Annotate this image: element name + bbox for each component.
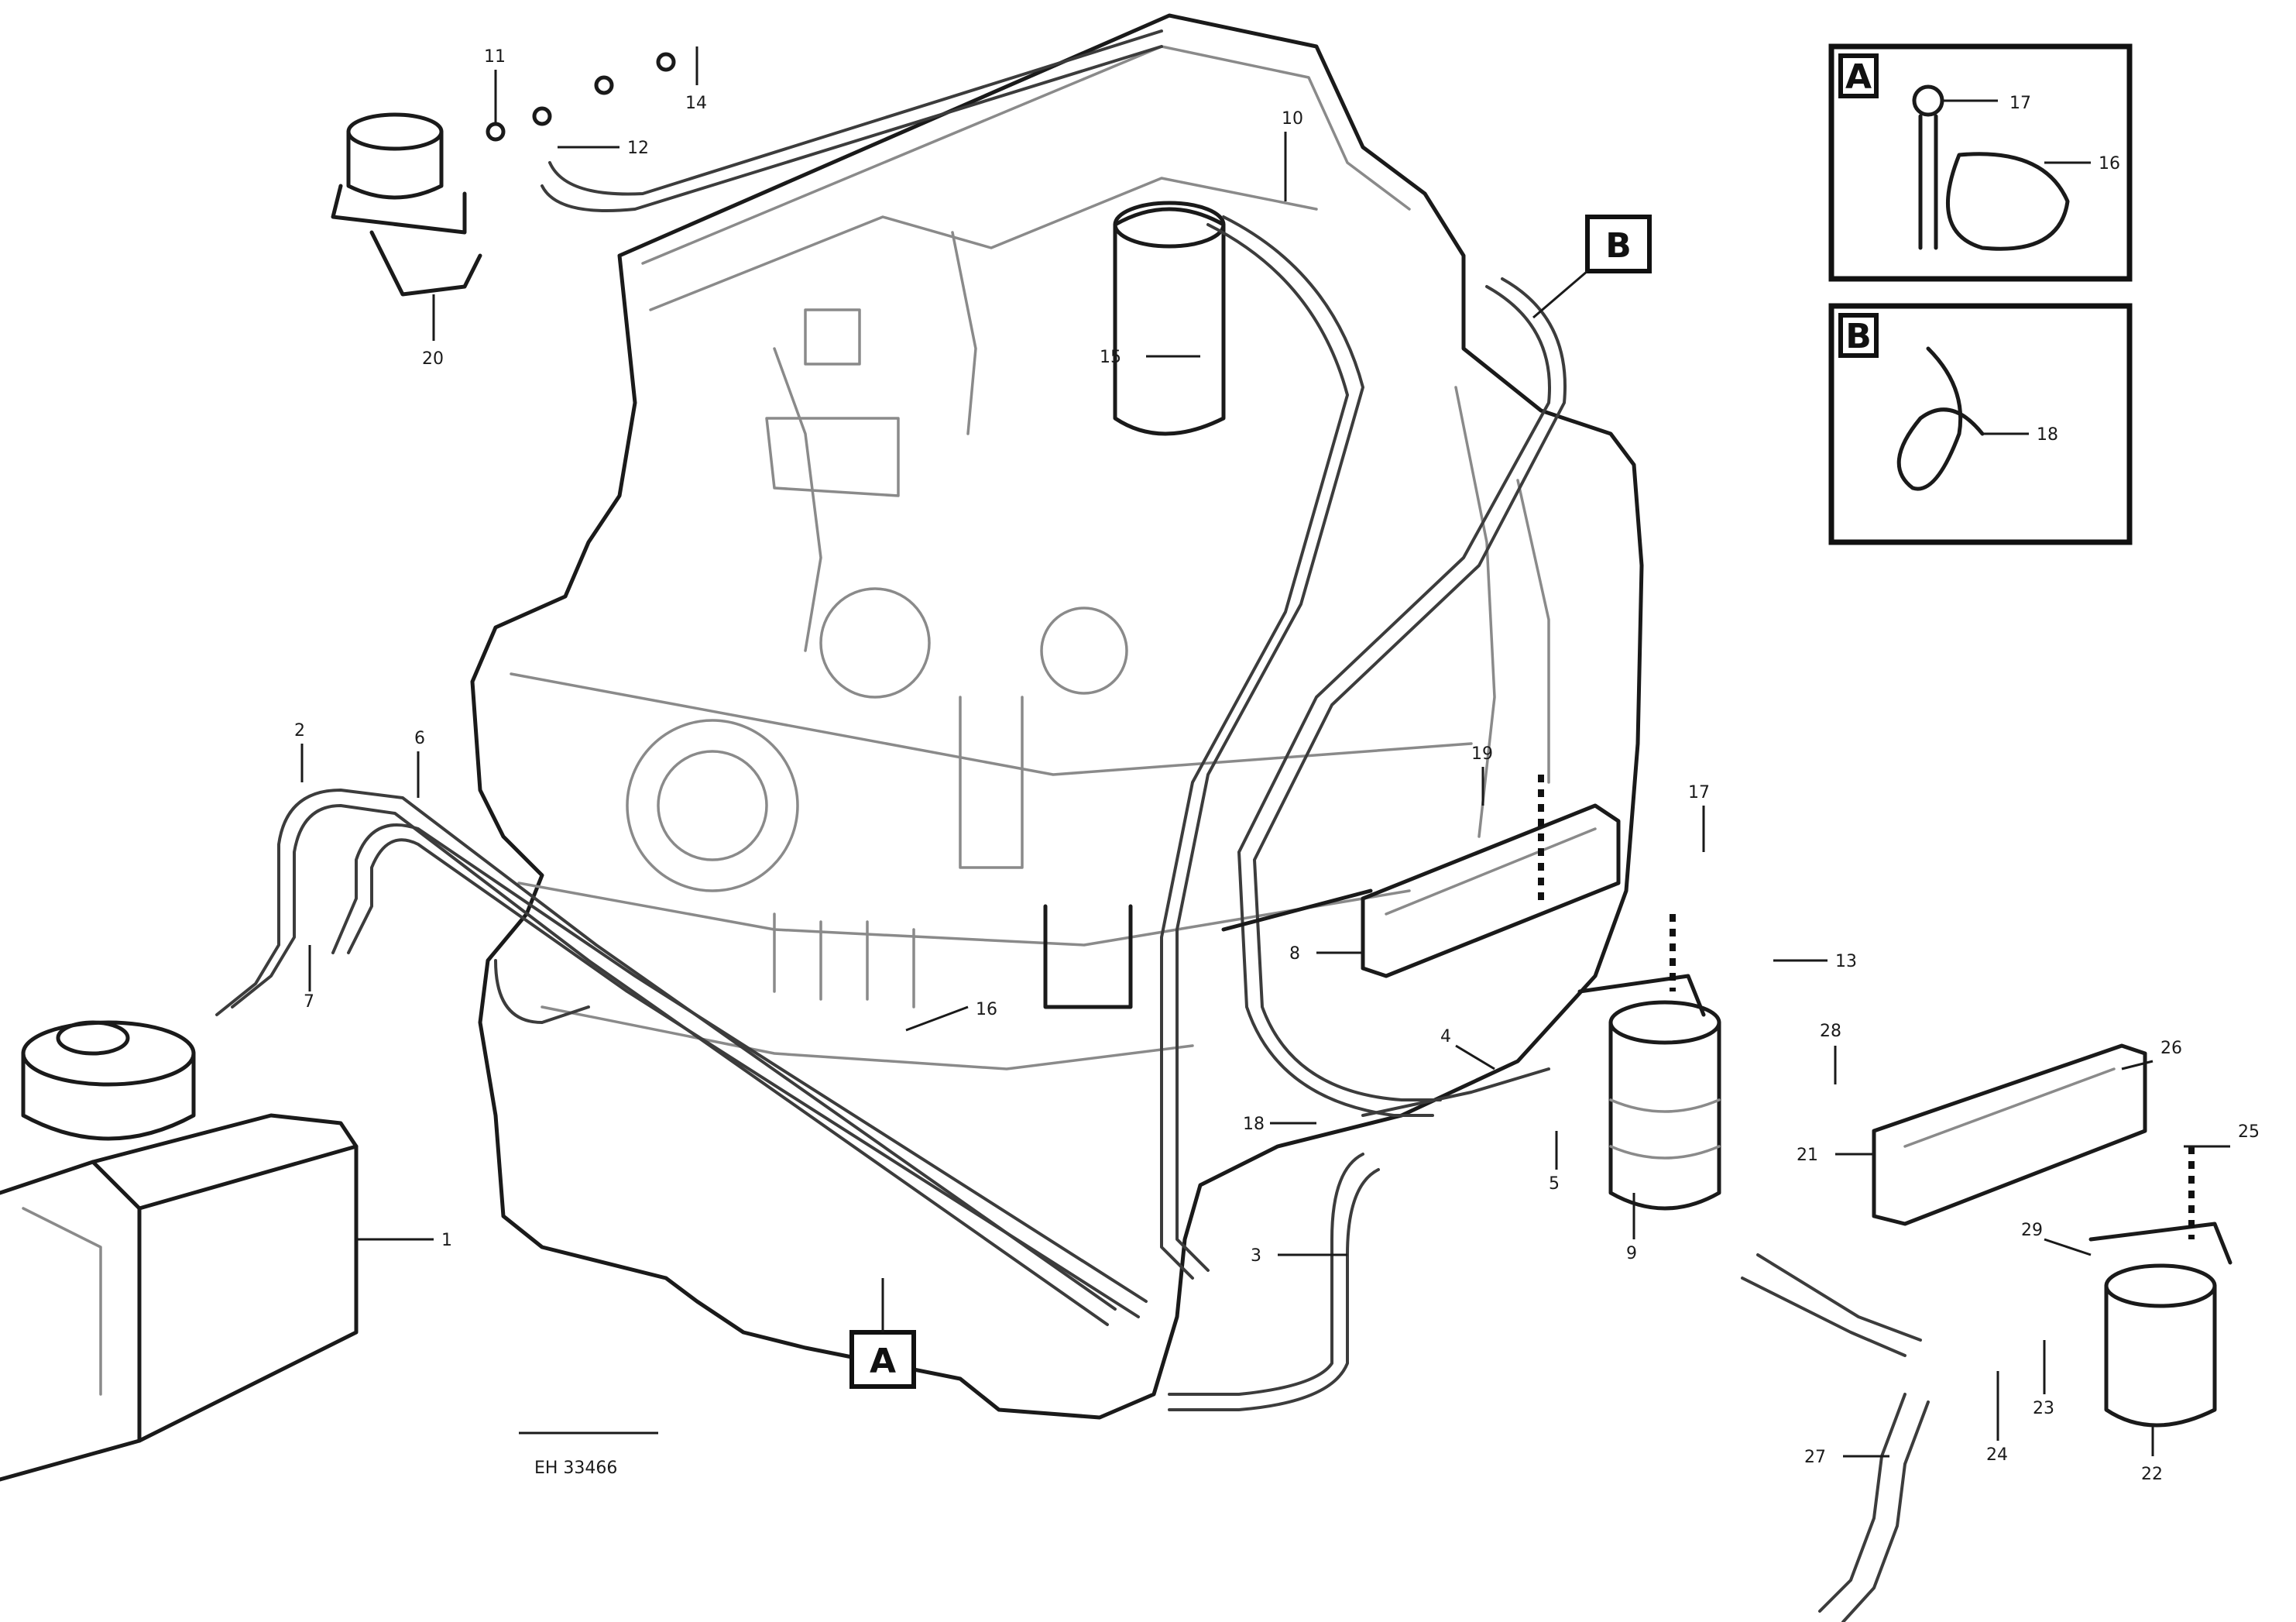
callouts: 1 2 3 4 5 6 7 8 9 10 11 12 13 14 15 16 1… — [294, 46, 2260, 1484]
inset-tag-b: B — [1845, 317, 1872, 356]
svg-text:B: B — [1605, 226, 1632, 266]
svg-text:28: 28 — [1820, 1022, 1841, 1041]
svg-text:14: 14 — [685, 94, 707, 113]
svg-text:2: 2 — [294, 721, 305, 741]
alternative-filter-assembly — [1872, 1043, 2233, 1428]
svg-text:10: 10 — [1282, 109, 1303, 129]
svg-text:5: 5 — [1549, 1174, 1560, 1194]
fuel-hoses — [215, 29, 1930, 1622]
inset-view-a: A 17 16 — [1828, 43, 2133, 282]
svg-text:23: 23 — [2033, 1399, 2054, 1418]
svg-text:6: 6 — [414, 729, 425, 748]
inset-tag-a: A — [1845, 57, 1872, 97]
svg-text:4: 4 — [1440, 1027, 1451, 1046]
svg-text:A: A — [870, 1342, 896, 1381]
svg-text:21: 21 — [1797, 1146, 1818, 1165]
svg-text:7: 7 — [304, 992, 314, 1012]
svg-text:27: 27 — [1804, 1448, 1826, 1467]
callout-18-inset: 18 — [2037, 425, 2058, 445]
svg-text:19: 19 — [1471, 744, 1493, 764]
callout-17-inset: 17 — [2009, 94, 2031, 113]
callout-16-inset: 16 — [2099, 154, 2120, 174]
svg-text:15: 15 — [1100, 348, 1121, 367]
svg-text:24: 24 — [1986, 1445, 2008, 1465]
svg-text:22: 22 — [2141, 1465, 2163, 1484]
inset-view-b: B 18 — [1828, 303, 2133, 545]
oil-filter-canister — [1113, 207, 1226, 436]
svg-text:29: 29 — [2021, 1221, 2043, 1240]
fuel-tank — [0, 1020, 359, 1482]
view-tag-b-marker: B — [1532, 215, 1652, 319]
svg-text:3: 3 — [1251, 1246, 1261, 1266]
svg-text:11: 11 — [484, 47, 506, 67]
svg-text:12: 12 — [627, 139, 649, 158]
svg-text:16: 16 — [976, 1000, 997, 1019]
drawing-code: EH 33466 — [519, 1431, 658, 1478]
svg-text:1: 1 — [441, 1231, 452, 1250]
svg-text:13: 13 — [1835, 952, 1857, 971]
svg-text:26: 26 — [2160, 1039, 2182, 1058]
view-tag-a-marker: A — [849, 1278, 916, 1389]
svg-text:20: 20 — [422, 349, 444, 369]
svg-text:18: 18 — [1243, 1115, 1265, 1134]
svg-text:25: 25 — [2238, 1122, 2260, 1142]
hand-primer-pump — [331, 52, 676, 297]
engine-block — [470, 13, 1644, 1420]
fuel-filter-assembly — [1221, 775, 1721, 1211]
svg-text:EH 33466: EH 33466 — [534, 1459, 617, 1478]
svg-text:17: 17 — [1688, 783, 1710, 802]
svg-text:9: 9 — [1626, 1244, 1637, 1263]
svg-text:8: 8 — [1289, 944, 1300, 964]
